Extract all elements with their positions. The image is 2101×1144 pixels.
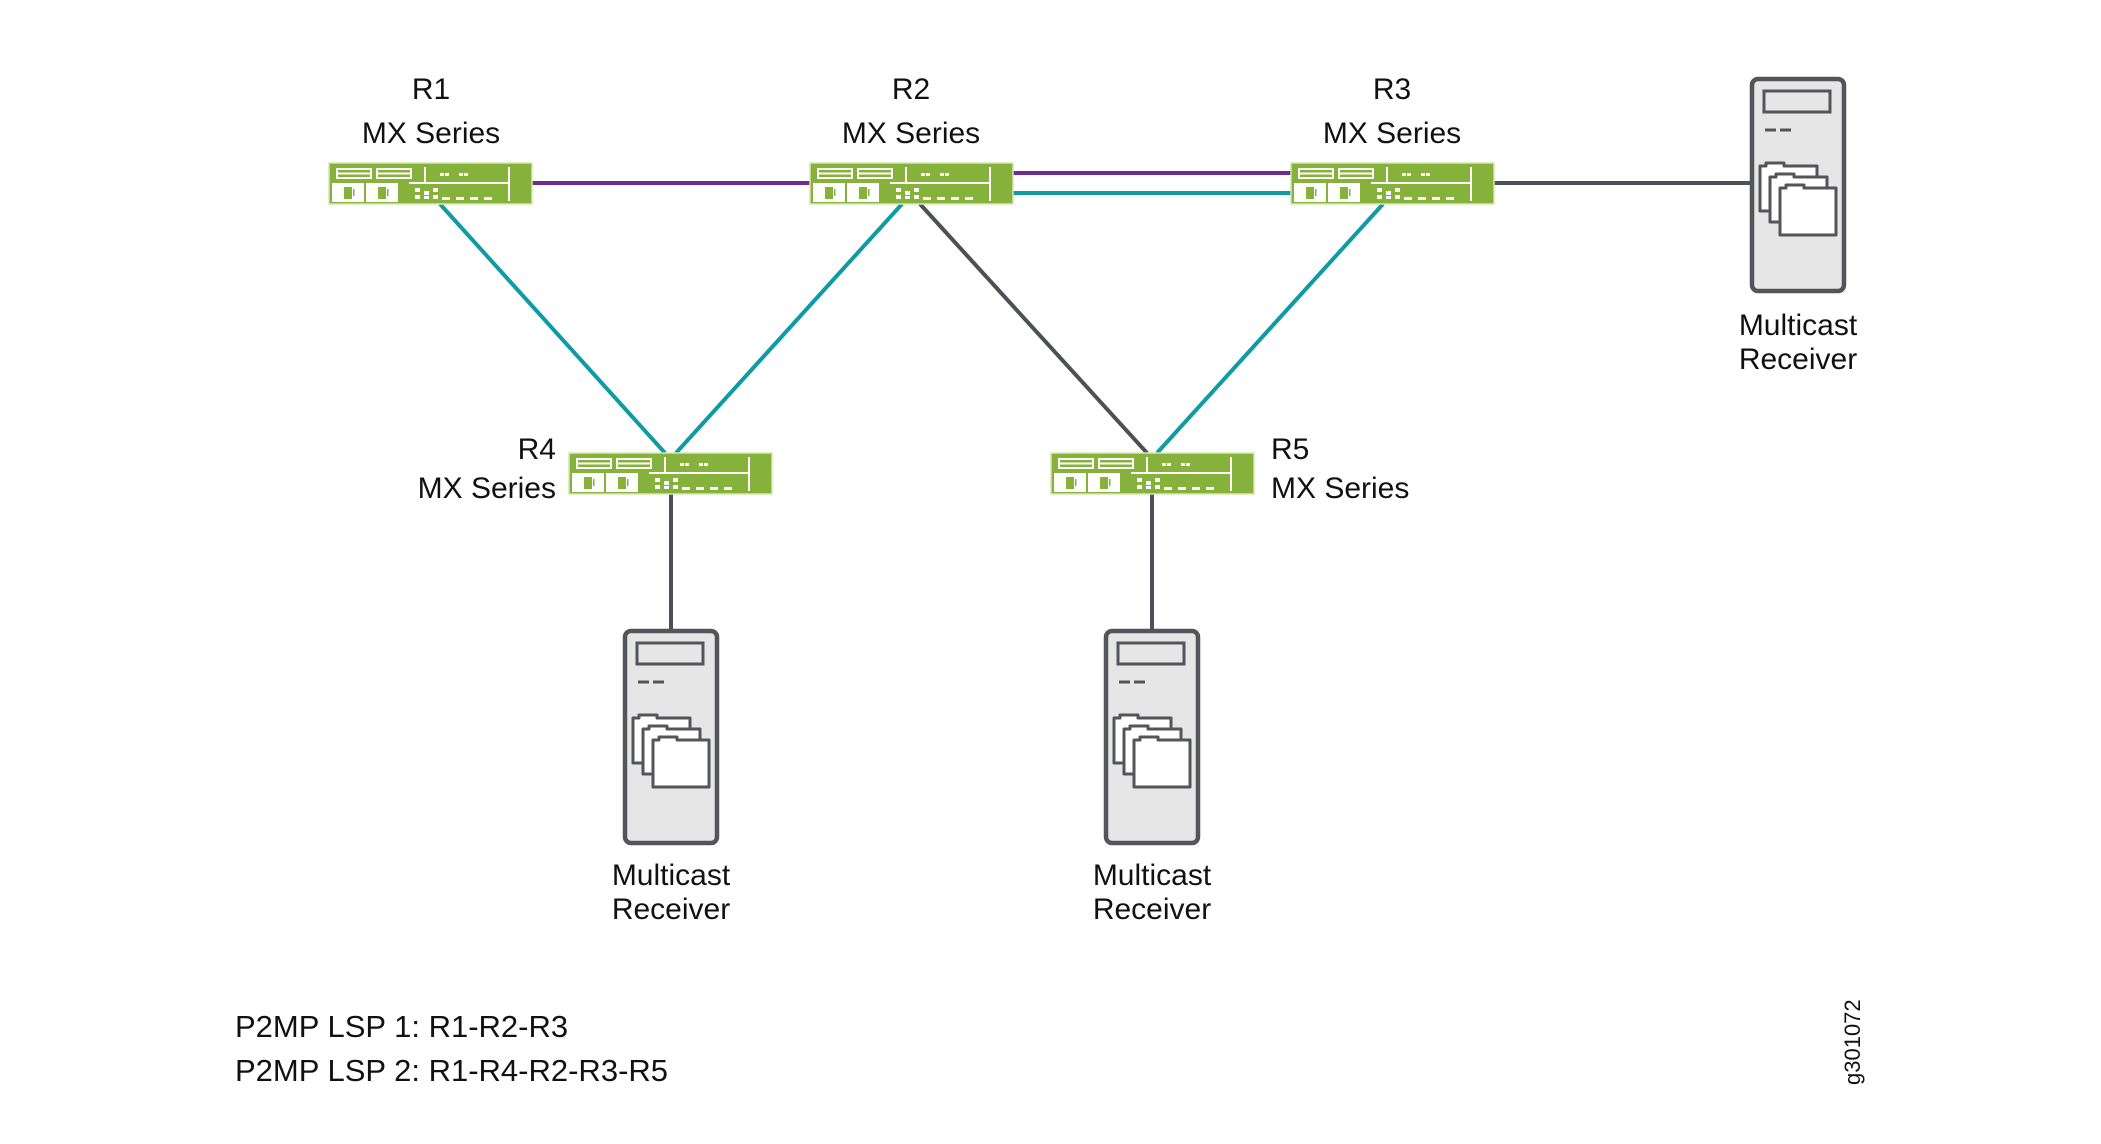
server-icon — [1752, 79, 1844, 291]
receiver-label-line2: Receiver — [1739, 343, 1857, 376]
router-r2: R2 MX Series — [809, 73, 1014, 205]
router-r4: R4 MX Series — [418, 433, 773, 505]
figure-id: g301072 — [1840, 999, 1865, 1085]
receiver-r5: Multicast Receiver — [1093, 631, 1212, 926]
router-icon — [328, 162, 533, 205]
router-name: R4 — [518, 433, 556, 466]
legend: P2MP LSP 1: R1-R2-R3 P2MP LSP 2: R1-R4-R… — [235, 1009, 668, 1088]
router-icon — [1050, 452, 1255, 495]
router-icon — [568, 452, 773, 495]
links — [438, 171, 1752, 631]
receiver-label-line1: Multicast — [1739, 309, 1858, 342]
receiver-r4: Multicast Receiver — [612, 631, 731, 926]
router-r3: R3 MX Series — [1290, 73, 1495, 205]
router-model: MX Series — [362, 117, 500, 150]
link-r3-r5-lsp2 — [1155, 202, 1385, 455]
router-r1: R1 MX Series — [328, 73, 533, 205]
router-name: R3 — [1373, 73, 1411, 106]
server-icon — [1106, 631, 1198, 843]
receiver-label-line1: Multicast — [612, 859, 731, 892]
legend-lsp2: P2MP LSP 2: R1-R4-R2-R3-R5 — [235, 1053, 668, 1088]
router-icon — [809, 162, 1014, 205]
router-model: MX Series — [418, 472, 556, 505]
router-model: MX Series — [1323, 117, 1461, 150]
link-r2-r5 — [918, 202, 1149, 455]
link-r1-r4-lsp2 — [438, 202, 667, 455]
router-name: R5 — [1271, 433, 1309, 466]
receiver-label-line2: Receiver — [612, 893, 730, 926]
router-name: R1 — [412, 73, 450, 106]
server-icon — [625, 631, 717, 843]
receiver-label-line2: Receiver — [1093, 893, 1211, 926]
router-icon — [1290, 162, 1495, 205]
router-name: R2 — [892, 73, 930, 106]
router-model: MX Series — [1271, 472, 1409, 505]
router-r5: R5 MX Series — [1050, 433, 1409, 505]
receiver-r3: Multicast Receiver — [1739, 79, 1858, 376]
router-model: MX Series — [842, 117, 980, 150]
link-r4-r2-lsp2 — [674, 202, 904, 455]
legend-lsp1: P2MP LSP 1: R1-R2-R3 — [235, 1009, 568, 1044]
receiver-label-line1: Multicast — [1093, 859, 1212, 892]
